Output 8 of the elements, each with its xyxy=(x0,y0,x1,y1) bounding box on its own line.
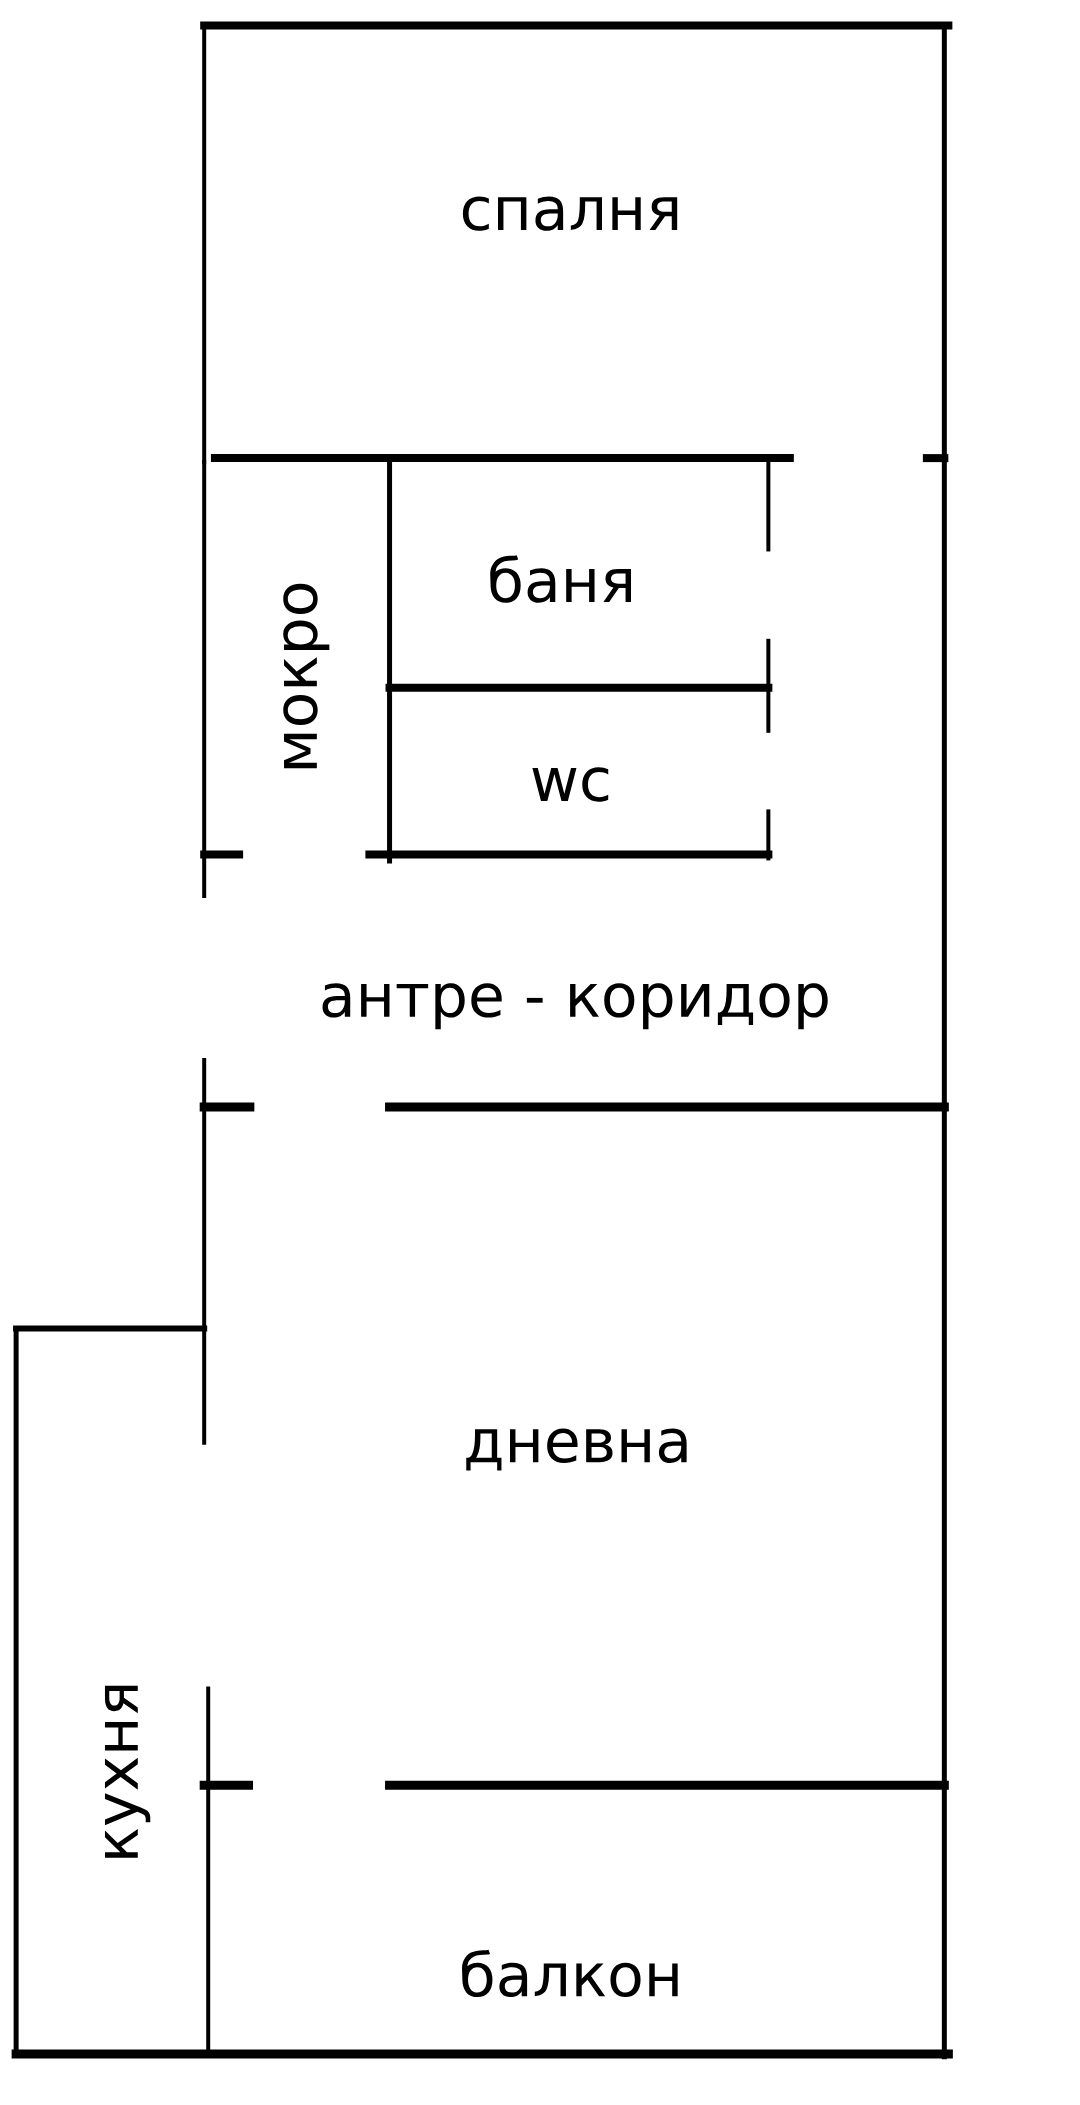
room-label: балкон xyxy=(462,1949,678,1998)
room-label: дневна xyxy=(466,1428,687,1471)
room-label: мокро xyxy=(283,583,330,769)
room-label: кухня xyxy=(104,1685,151,1858)
room-label: спалня xyxy=(462,196,678,231)
room-label: антре - коридор xyxy=(322,983,828,1030)
room-label: баня xyxy=(490,555,631,603)
room-label: wc xyxy=(532,767,609,802)
